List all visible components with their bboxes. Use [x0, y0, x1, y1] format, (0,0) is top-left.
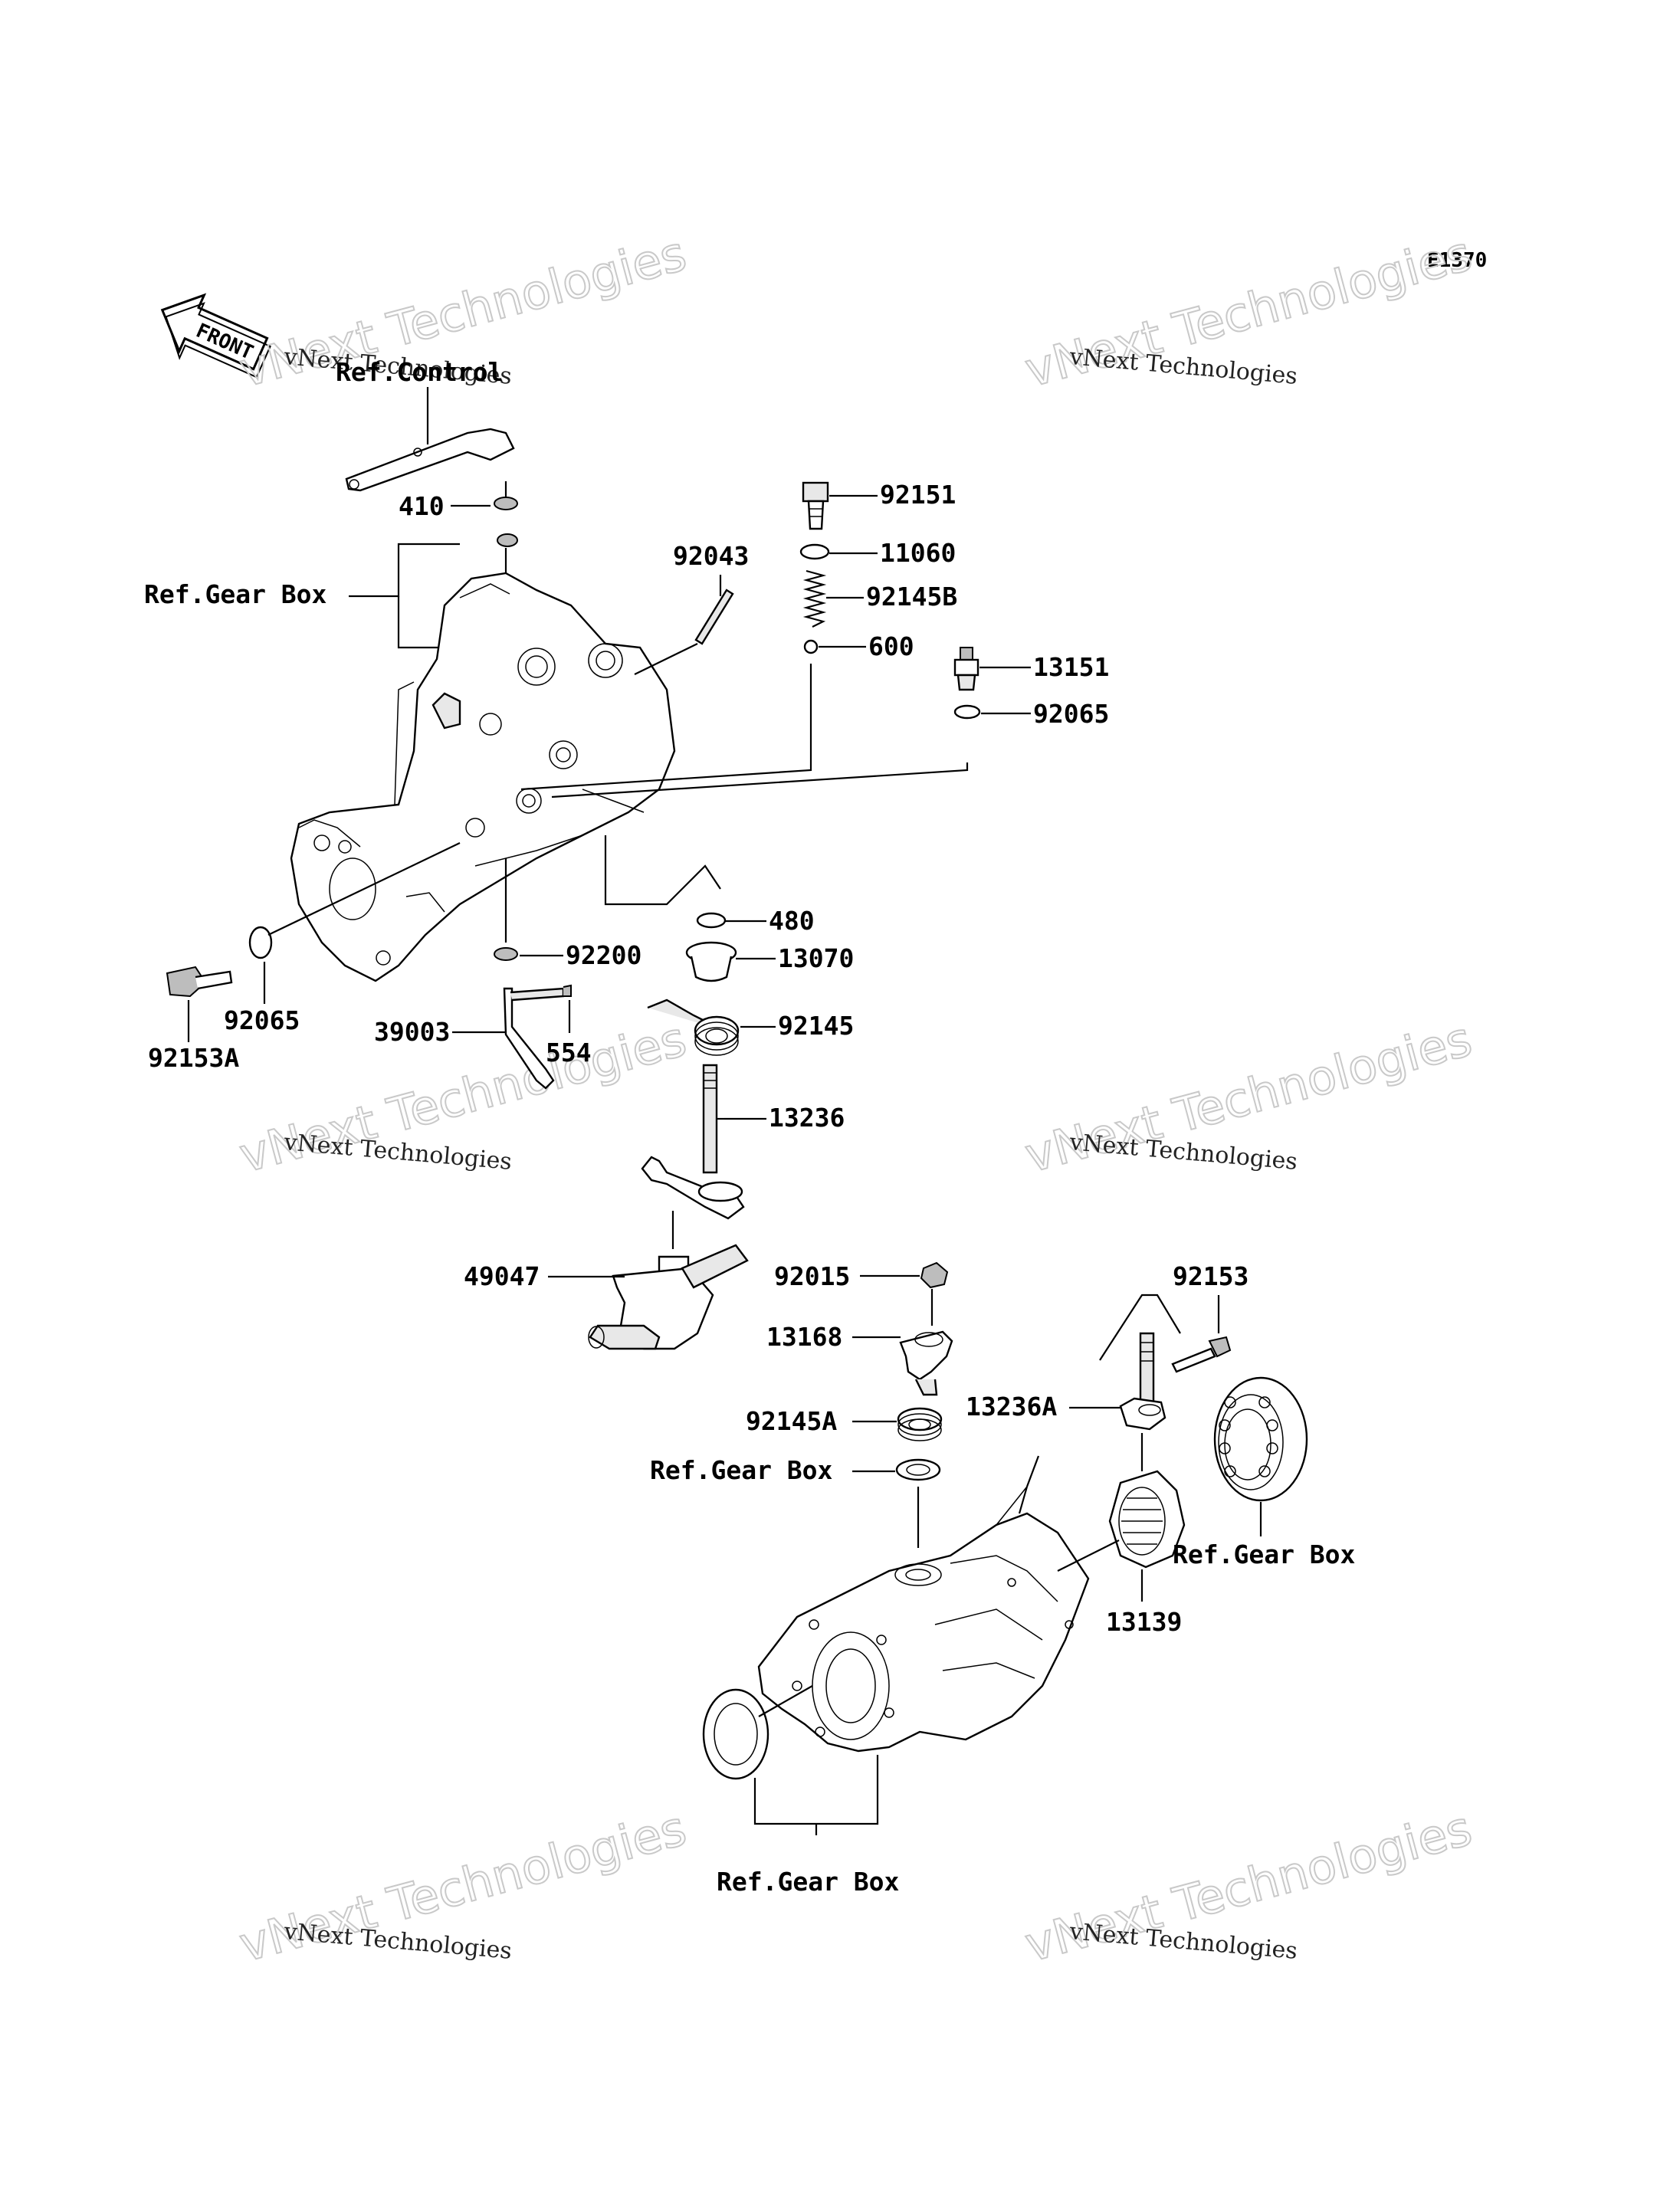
- washer-92200-part: [494, 947, 518, 961]
- shift-fork-49047-part: [588, 1244, 749, 1350]
- label-600: 600: [868, 631, 914, 661]
- label-49047: 49047: [464, 1261, 540, 1291]
- label-11060: 11060: [880, 538, 956, 568]
- label-13168: 13168: [766, 1322, 842, 1352]
- label-92145B: 92145B: [866, 582, 957, 612]
- bolt-92153-part: [1171, 1336, 1232, 1373]
- label-13070: 13070: [778, 943, 854, 973]
- label-92151: 92151: [880, 480, 956, 510]
- gasket-92065-left-part: [248, 926, 273, 959]
- gasket-11060-part: [799, 543, 830, 560]
- label-92145: 92145: [778, 1011, 854, 1041]
- label-92065-left: 92065: [224, 1005, 300, 1035]
- label-ref-gear-box-4: Ref.Gear Box: [717, 1867, 899, 1897]
- spring-92145A-part: [897, 1407, 943, 1441]
- spring-92145-part: [647, 998, 740, 1056]
- label-92145A: 92145A: [746, 1406, 837, 1436]
- switch-13151-part: [953, 647, 979, 691]
- label-92153: 92153: [1173, 1261, 1249, 1291]
- lower-gear-box-housing: [757, 1486, 1090, 1753]
- label-480: 480: [769, 906, 815, 936]
- watermark-bottom-left: vNext Technologies vNext Technologies: [233, 1799, 693, 1974]
- label-13236A: 13236A: [966, 1392, 1057, 1421]
- label-92153A: 92153A: [148, 1043, 239, 1073]
- plug-92151-part: [802, 481, 829, 530]
- sleeve-13139-part: [1108, 1470, 1186, 1569]
- lower-oil-seal-part: [702, 1688, 769, 1780]
- shaft-13236A-part: [1119, 1332, 1166, 1431]
- washer-part: [497, 533, 518, 547]
- diagram-code: E1370: [1427, 249, 1487, 272]
- label-92043: 92043: [673, 541, 749, 571]
- label-410: 410: [399, 491, 445, 521]
- bearing-part: [1213, 1376, 1308, 1502]
- label-92200: 92200: [566, 940, 641, 970]
- oil-seal-part: [895, 1458, 941, 1481]
- gasket-92065-right-part: [953, 704, 981, 720]
- watermark-bottom-right: vNext Technologies vNext Technologies: [1019, 1799, 1478, 1974]
- pin-92043-part: [694, 589, 734, 645]
- ball-600-part: [803, 639, 819, 654]
- upper-gear-box-housing: [290, 572, 676, 982]
- label-92015: 92015: [774, 1261, 850, 1291]
- bushing-13070-part: [685, 941, 737, 982]
- circlip-480-part: [696, 912, 727, 929]
- label-ref-gear-box-1: Ref.Gear Box: [144, 579, 326, 609]
- label-554: 554: [546, 1038, 592, 1067]
- label-13139: 13139: [1106, 1607, 1182, 1637]
- label-ref-control: Ref.Control: [336, 357, 504, 387]
- label-13236: 13236: [769, 1103, 845, 1133]
- washer-410-part: [494, 497, 518, 510]
- shift-shaft-13236-part: [641, 1064, 745, 1220]
- label-ref-gear-box-2: Ref.Gear Box: [650, 1455, 832, 1485]
- bolt-92153A-part: [166, 966, 233, 998]
- label-92065-right: 92065: [1033, 699, 1109, 729]
- spring-92145B-part: [802, 569, 827, 628]
- watermark-mid-left: vNext Technologies vNext Technologies: [233, 1010, 693, 1185]
- control-lever-part: [345, 428, 515, 492]
- front-arrow-icon: FRONT: [160, 293, 271, 379]
- nut-92015-part: [920, 1261, 949, 1289]
- label-ref-gear-box-3: Ref.Gear Box: [1173, 1540, 1355, 1569]
- label-39003: 39003: [374, 1017, 450, 1047]
- watermark-top-right: vNext Technologies vNext Technologies: [1019, 225, 1478, 399]
- lever-39003-part: [503, 984, 572, 1090]
- watermark-mid-right: vNext Technologies vNext Technologies: [1019, 1010, 1478, 1185]
- label-13151: 13151: [1033, 652, 1109, 682]
- arm-13168-part: [899, 1330, 953, 1396]
